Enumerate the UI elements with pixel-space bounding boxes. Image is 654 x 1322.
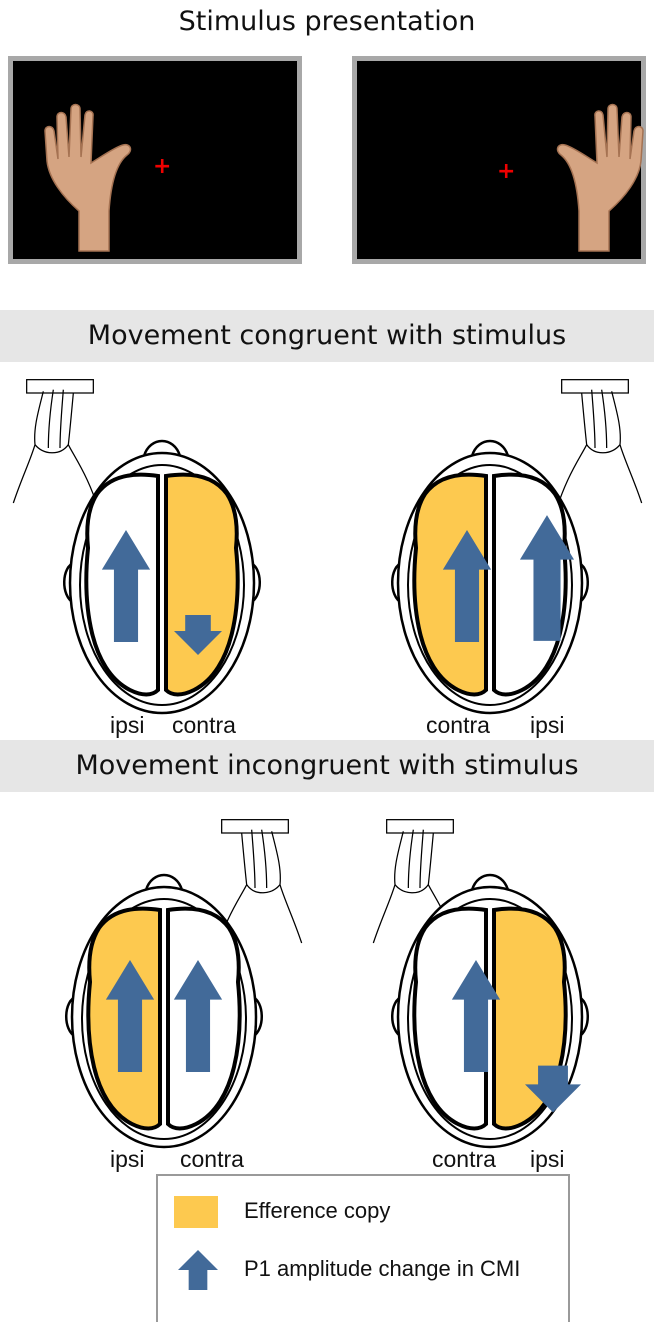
- label-ipsi: ipsi: [530, 712, 565, 739]
- legend-p1-label: P1 amplitude change in CMI: [244, 1256, 520, 1282]
- arrow-up-icon: [450, 960, 502, 1072]
- label-ipsi: ipsi: [530, 1146, 565, 1173]
- label-ipsi: ipsi: [110, 712, 145, 739]
- hand-image-right: [527, 101, 647, 281]
- stimulus-title: Stimulus presentation: [0, 6, 654, 37]
- arrow-up-icon: [178, 1250, 218, 1290]
- arrow-down-icon: [525, 1063, 581, 1115]
- label-contra: contra: [180, 1146, 244, 1173]
- incongruent-title: Movement incongruent with stimulus: [0, 740, 654, 792]
- arrow-down-icon: [170, 615, 226, 655]
- incongruent-header: Movement incongruent with stimulus: [0, 740, 654, 792]
- label-contra: contra: [172, 712, 236, 739]
- fixation-cross: +: [153, 156, 171, 178]
- arrow-up-icon: [104, 960, 156, 1072]
- arrow-up-icon: [441, 530, 493, 642]
- congruent-title: Movement congruent with stimulus: [0, 310, 654, 362]
- head-diagram-congruent-left: [52, 428, 272, 728]
- legend: Efference copy P1 amplitude change in CM…: [156, 1174, 570, 1322]
- label-contra: contra: [426, 712, 490, 739]
- stimulus-screen-right: +: [352, 56, 646, 264]
- arrow-up-icon: [172, 960, 224, 1072]
- label-ipsi: ipsi: [110, 1146, 145, 1173]
- stimulus-screen-left: +: [8, 56, 302, 264]
- legend-efference-label: Efference copy: [244, 1198, 390, 1224]
- hand-image-left: [41, 101, 161, 281]
- efference-swatch: [174, 1196, 218, 1228]
- congruent-header: Movement congruent with stimulus: [0, 310, 654, 362]
- arrow-up-icon: [518, 514, 576, 642]
- head-diagram-incongruent-left: [54, 862, 274, 1162]
- arrow-up-icon: [100, 530, 152, 642]
- fixation-cross: +: [497, 161, 515, 183]
- label-contra: contra: [432, 1146, 496, 1173]
